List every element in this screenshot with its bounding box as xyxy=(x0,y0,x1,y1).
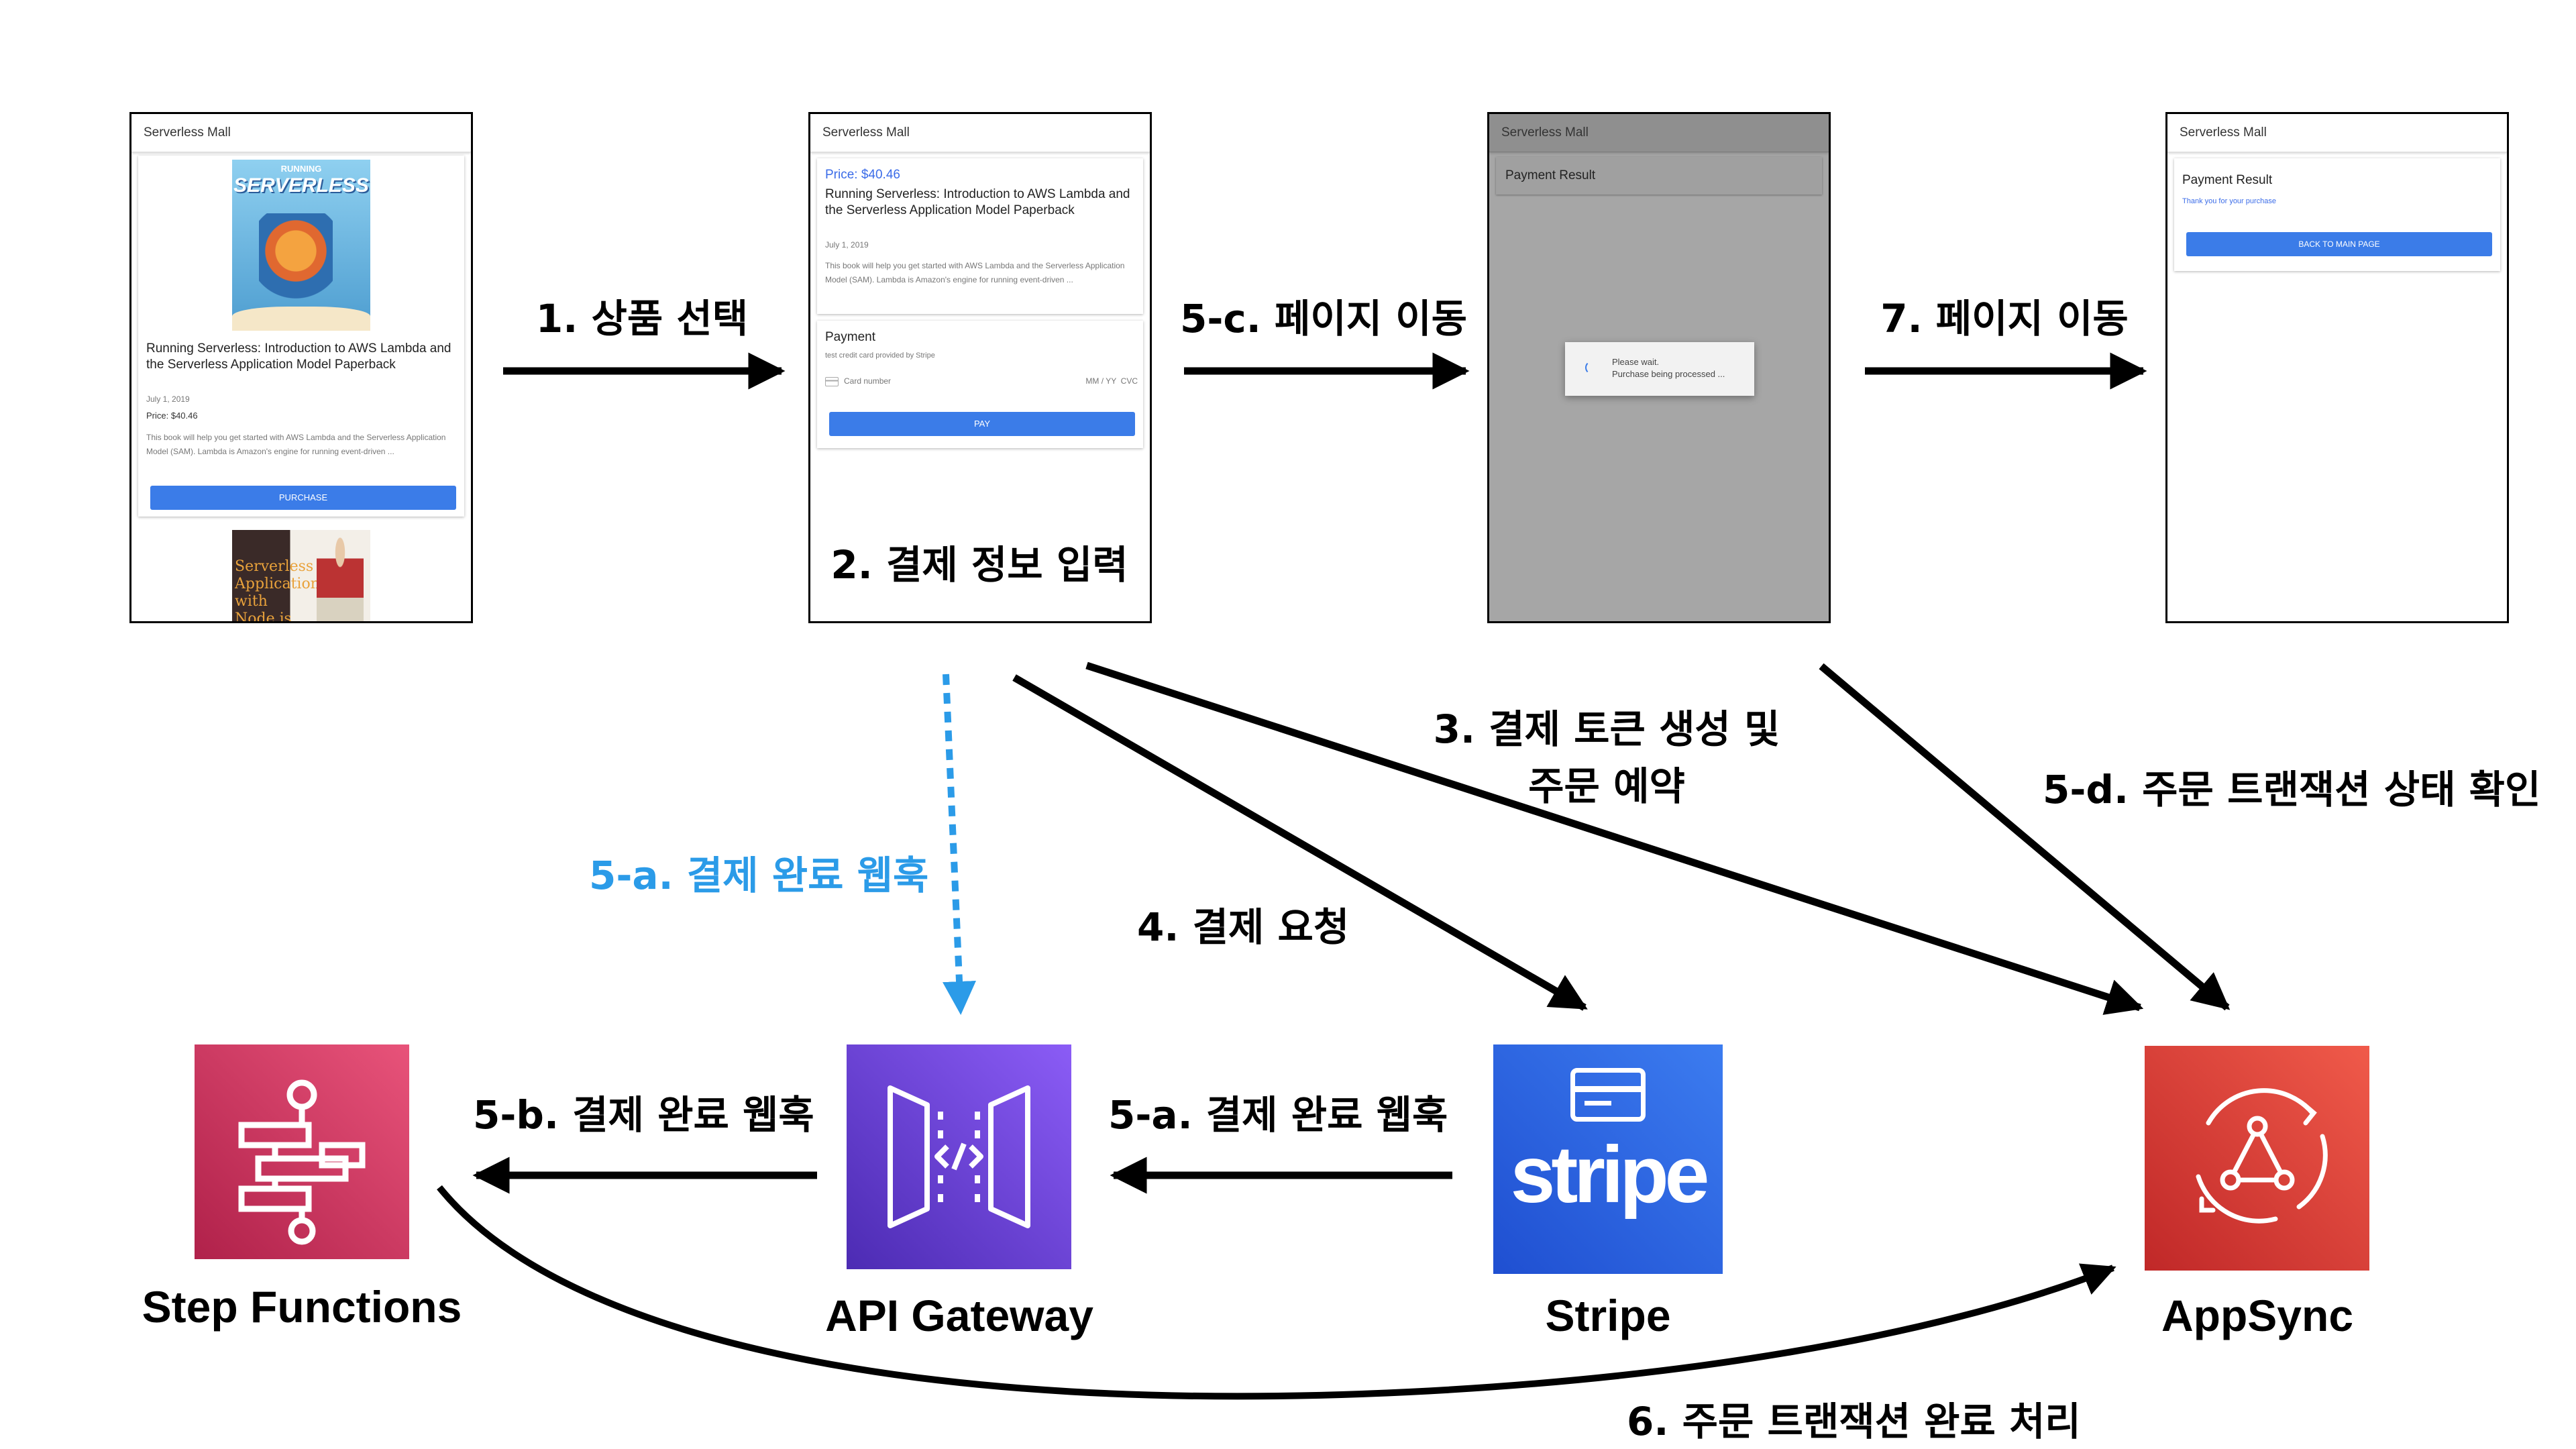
screen-result: Serverless Mall Payment Result Thank you… xyxy=(2165,112,2509,623)
order-description: This book will help you get started with… xyxy=(825,261,1125,284)
thanks-text: Thank you for your purchase xyxy=(2182,197,2277,205)
cover-clouds xyxy=(232,307,370,331)
result-heading: Payment Result xyxy=(2182,173,2273,187)
purchase-button[interactable]: PURCHASE xyxy=(150,486,456,510)
stripe-name: Stripe xyxy=(1545,1291,1671,1340)
payment-heading: Payment xyxy=(825,330,875,344)
pay-button[interactable]: PAY xyxy=(829,412,1135,436)
label-step3-line2: 주문 예약 xyxy=(1528,763,1685,809)
second-cover-figure xyxy=(317,537,364,621)
label-step4: 4. 결제 요청 xyxy=(1137,904,1350,950)
credit-card-icon xyxy=(1570,1068,1646,1122)
label-step5a-webhook: 5-a. 결제 완료 웹훅 xyxy=(589,853,929,898)
label-step6: 6. 주문 트랜잭션 완료 처리 xyxy=(1627,1399,2081,1444)
second-cover-title: Serverless Applications with Node.js xyxy=(235,558,328,623)
payment-result-heading: Payment Result xyxy=(1496,157,1822,195)
cover-art xyxy=(259,213,333,307)
credit-card-icon xyxy=(825,377,839,386)
card-number-field[interactable]: Card number MM / YY CVC xyxy=(825,372,1138,392)
arrow-step3 xyxy=(1085,661,2144,1015)
book-date: July 1, 2019 xyxy=(146,394,190,404)
screen-product: Serverless Mall RUNNING SERVERLESS Runni… xyxy=(129,112,473,623)
arrow-step5d xyxy=(1819,663,2231,1011)
label-step5d: 5-d. 주문 트랜잭션 상태 확인 xyxy=(2043,767,2541,812)
cover-badge: RUNNING xyxy=(280,164,322,174)
step-functions-icon xyxy=(238,1079,366,1245)
appsync-icon xyxy=(2196,1088,2328,1224)
back-to-main-button[interactable]: BACK TO MAIN PAGE xyxy=(2186,232,2492,256)
cover-title: SERVERLESS xyxy=(233,174,369,197)
label-step5c: 5-c. 페이지 이동 xyxy=(1179,296,1468,341)
app-title: Serverless Mall xyxy=(131,114,471,152)
wait-line-2: Purchase being processed ... xyxy=(1612,369,1725,379)
label-step5b: 5-b. 결제 완료 웹훅 xyxy=(473,1092,814,1138)
appsync-service xyxy=(2145,1046,2369,1271)
card-number-placeholder: Card number xyxy=(844,376,892,386)
arrow-webhook-blue xyxy=(943,674,977,1015)
app-title: Serverless Mall xyxy=(810,114,1150,152)
book-description: This book will help you get started with… xyxy=(146,433,446,456)
api-gateway-service xyxy=(847,1044,1071,1269)
result-card: Payment Result Thank you for your purcha… xyxy=(2174,158,2500,271)
label-step1: 1. 상품 선택 xyxy=(535,296,749,341)
book-price: Price: $40.46 xyxy=(146,411,198,421)
api-gateway-name: API Gateway xyxy=(825,1291,1093,1340)
stripe-service: stripe xyxy=(1493,1044,1723,1274)
label-step7: 7. 페이지 이동 xyxy=(1880,296,2129,341)
wait-line-1: Please wait. xyxy=(1612,357,1660,367)
label-step5a-stripe: 5-a. 결제 완료 웹훅 xyxy=(1108,1092,1448,1138)
appsync-name: AppSync xyxy=(2161,1291,2354,1340)
arrow-step6 xyxy=(437,1185,2116,1400)
app-title: Serverless Mall xyxy=(1489,114,1829,152)
spinner-icon xyxy=(1585,361,1599,374)
product-card: RUNNING SERVERLESS Running Serverless: I… xyxy=(138,156,464,517)
arrow-step4 xyxy=(1012,674,1588,1011)
api-gateway-icon xyxy=(888,1085,1030,1228)
stripe-logo-text: stripe xyxy=(1510,1130,1710,1220)
payment-note: test credit card provided by Stripe xyxy=(825,352,935,360)
step-functions-name: Step Functions xyxy=(142,1282,462,1332)
screen-payment: Serverless Mall Price: $40.46 Running Se… xyxy=(808,112,1152,623)
book-cover-image: RUNNING SERVERLESS xyxy=(232,160,370,331)
order-summary-card: Price: $40.46 Running Serverless: Introd… xyxy=(817,158,1143,314)
book-title: Running Serverless: Introduction to AWS … xyxy=(146,341,451,372)
label-step2: 2. 결제 정보 입력 xyxy=(830,542,1128,588)
processing-dialog: Please wait. Purchase being processed ..… xyxy=(1565,342,1754,396)
order-date: July 1, 2019 xyxy=(825,240,869,250)
app-title: Serverless Mall xyxy=(2167,114,2507,152)
step-functions-service xyxy=(195,1044,409,1259)
payment-card: Payment test credit card provided by Str… xyxy=(817,321,1143,448)
order-price: Price: $40.46 xyxy=(825,168,900,182)
order-book-title: Running Serverless: Introduction to AWS … xyxy=(825,187,1130,217)
second-book-cover: Serverless Applications with Node.js xyxy=(232,530,370,623)
expiry-cvc-placeholder: MM / YY CVC xyxy=(1085,376,1138,386)
label-step3-line1: 3. 결제 토큰 생성 및 xyxy=(1433,706,1780,752)
screen-processing: Serverless Mall Payment Result Please wa… xyxy=(1487,112,1831,623)
